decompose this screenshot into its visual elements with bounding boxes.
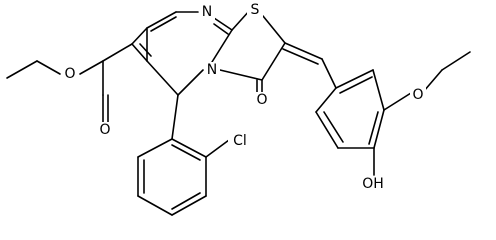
bond — [205, 139, 230, 158]
atom-o-ketone: O — [256, 92, 267, 108]
bond — [36, 60, 61, 75]
bond — [423, 69, 443, 92]
atom-o-ester-ether: O — [64, 66, 75, 82]
bond — [213, 23, 229, 35]
bond — [137, 138, 173, 158]
bond — [171, 195, 207, 216]
bond — [372, 69, 385, 111]
bond — [373, 109, 385, 149]
bond — [171, 144, 201, 161]
bond — [383, 92, 412, 111]
bond — [79, 60, 104, 75]
bond — [315, 87, 337, 113]
bond — [146, 11, 177, 29]
atom-o-ethoxy: O — [412, 87, 423, 103]
bond — [171, 192, 201, 210]
bond — [441, 51, 471, 71]
bond — [315, 111, 339, 149]
atom-n-pyrimidine: N — [202, 4, 212, 20]
bond — [323, 111, 344, 143]
bond — [150, 16, 177, 32]
bond — [139, 43, 152, 57]
structure-svg: N S N O O O O OH Cl — [6, 1, 471, 216]
bond-layer — [6, 9, 471, 216]
atom-n-ring: N — [207, 62, 217, 78]
bond — [131, 27, 148, 45]
bond — [339, 76, 373, 94]
bond — [284, 42, 323, 60]
bond — [321, 58, 337, 89]
bond — [262, 15, 286, 44]
atom-s: S — [251, 2, 260, 18]
bond — [171, 94, 179, 140]
bond — [282, 48, 319, 65]
atom-labels: N S N O O O O OH Cl — [62, 1, 426, 193]
molecule-drawing: N S N O O O O OH Cl — [6, 1, 471, 216]
bond — [146, 60, 179, 96]
bond — [211, 29, 233, 63]
atom-o-ester-carbonyl: O — [99, 122, 110, 138]
bond — [177, 69, 204, 96]
bond — [219, 69, 263, 81]
atom-chlorine: Cl — [233, 133, 247, 149]
bond — [137, 195, 173, 216]
bond — [171, 138, 207, 158]
atom-hydroxyl: OH — [362, 176, 384, 192]
bond — [368, 111, 379, 145]
bond — [335, 69, 374, 89]
bond — [261, 42, 286, 81]
bond — [213, 17, 233, 31]
bond — [131, 43, 148, 62]
bond — [102, 43, 133, 62]
bond — [6, 60, 38, 79]
